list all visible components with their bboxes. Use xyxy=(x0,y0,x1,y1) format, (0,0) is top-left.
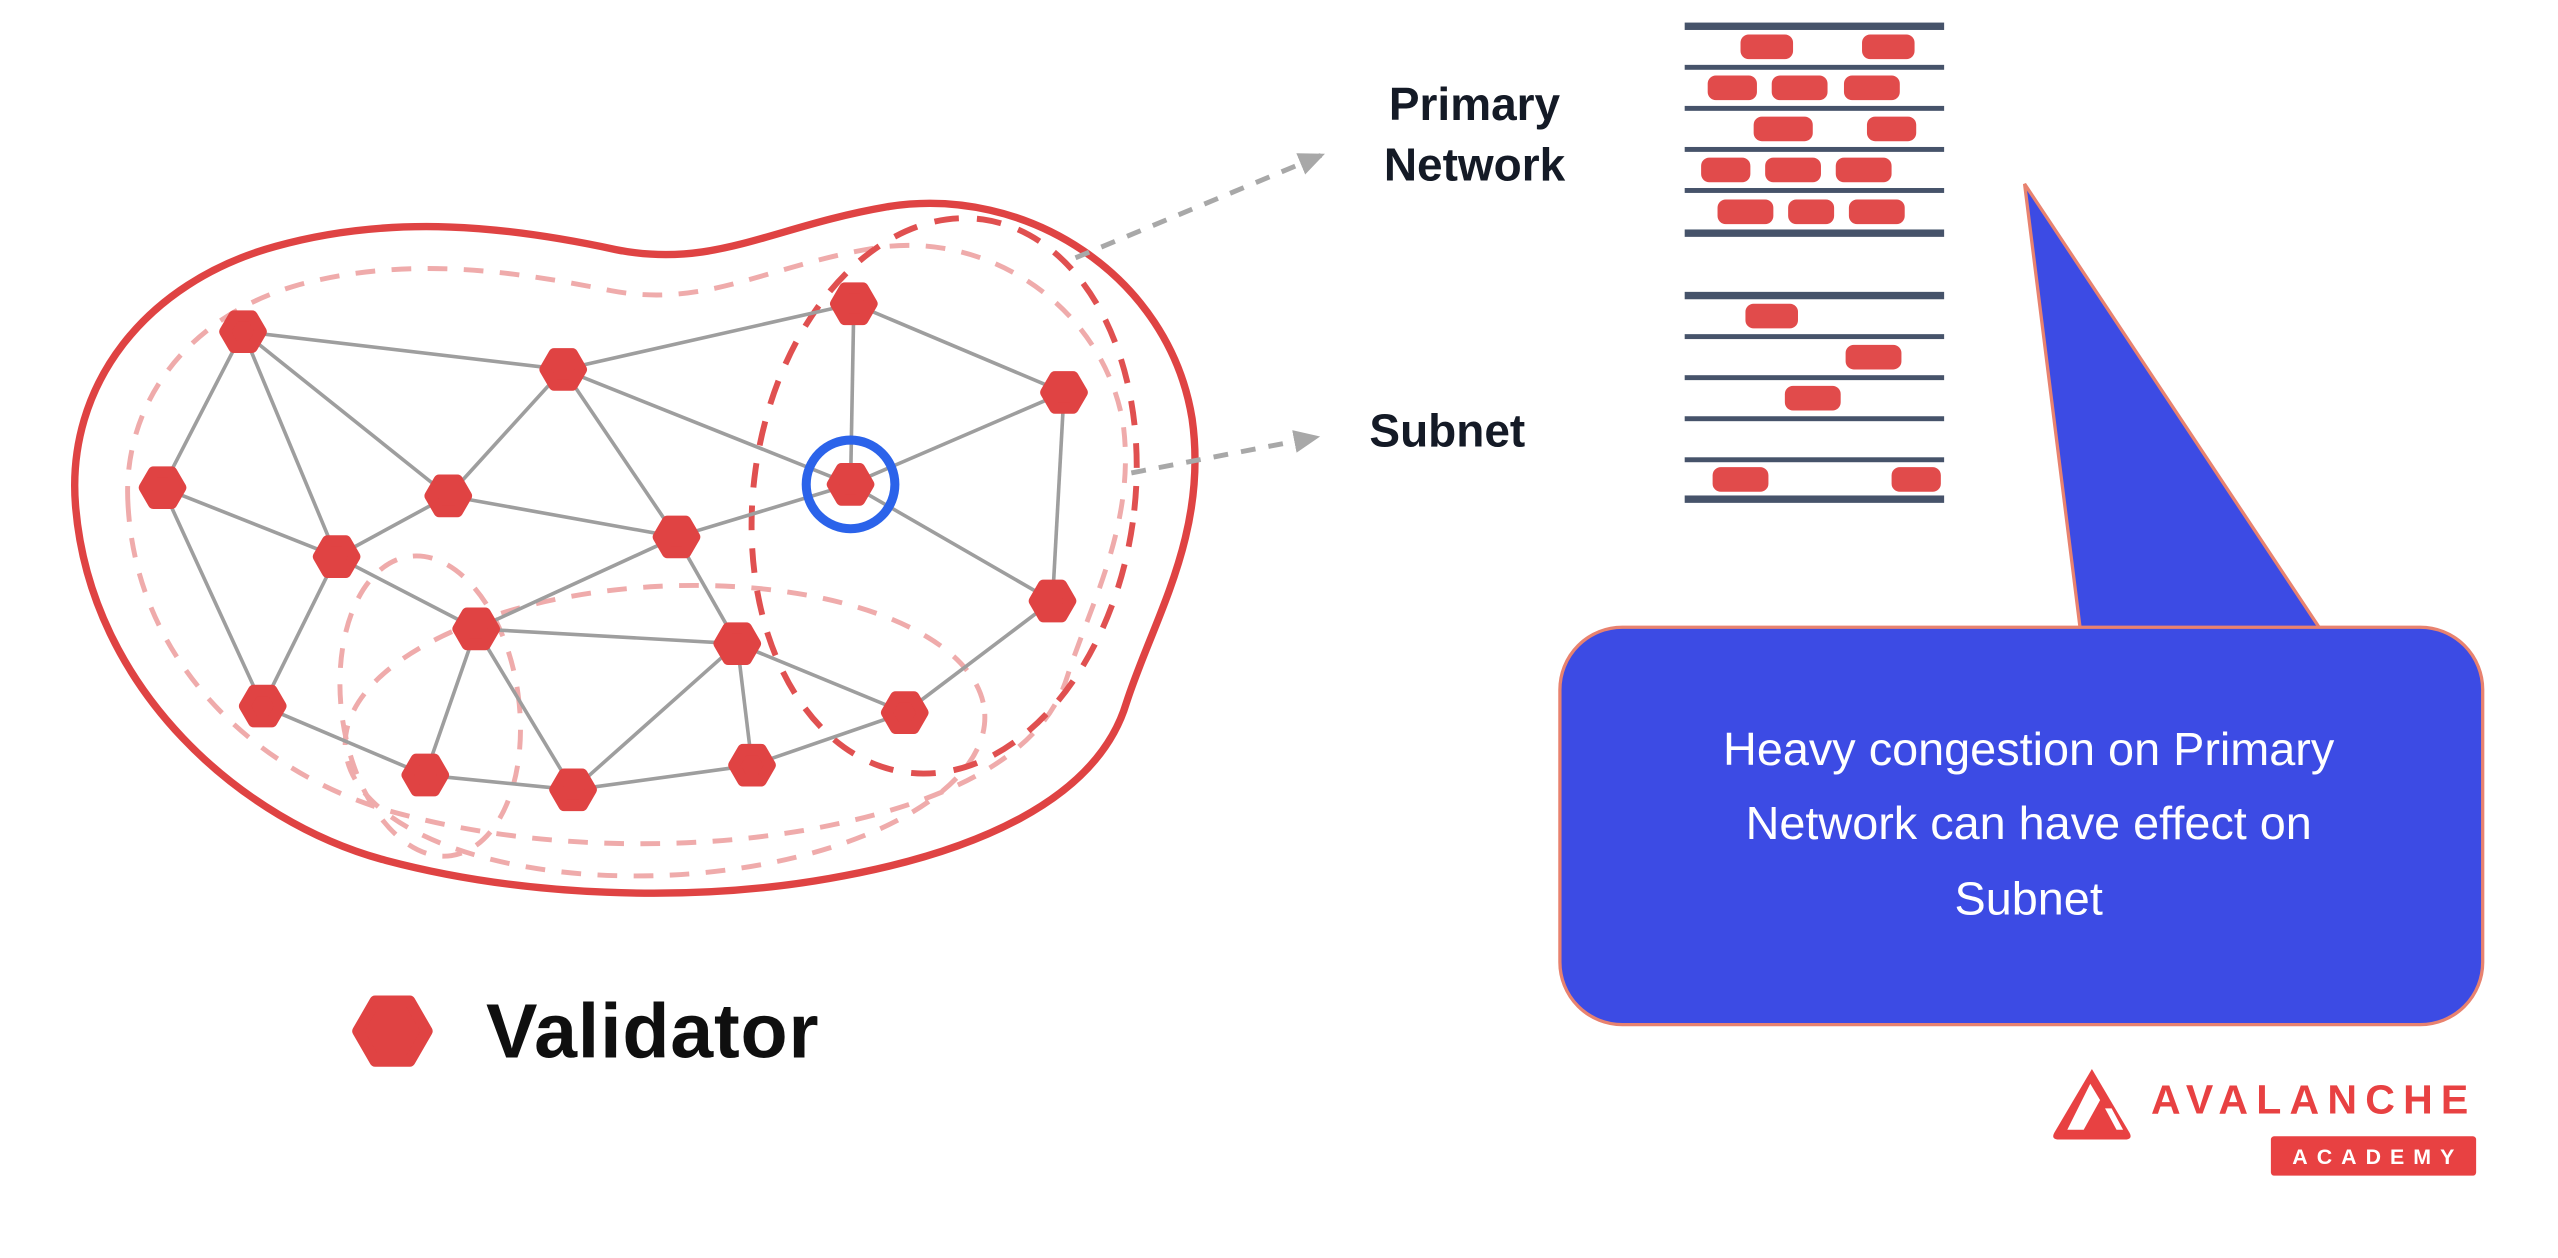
validator-legend: Validator xyxy=(345,985,820,1075)
validator-network xyxy=(138,282,1088,812)
transaction-block xyxy=(1843,75,1900,101)
validator-node xyxy=(880,691,929,734)
transaction-block xyxy=(1771,75,1828,101)
transaction-block xyxy=(1753,116,1813,142)
validator-node xyxy=(826,463,875,506)
subnet-label: Subnet xyxy=(1369,405,1526,457)
validator-node xyxy=(1040,371,1088,414)
validator-node xyxy=(452,607,500,651)
transaction-block xyxy=(1740,34,1794,60)
transaction-block xyxy=(1707,75,1757,101)
arrow-to-subnet-label xyxy=(1130,430,1321,476)
transaction-block xyxy=(1765,157,1821,183)
transaction-block xyxy=(1745,303,1798,329)
transaction-block xyxy=(1835,157,1892,183)
validator-node xyxy=(138,466,187,510)
callout-bubble xyxy=(1558,625,2485,1027)
transaction-block xyxy=(1862,34,1915,60)
transaction-block xyxy=(1701,157,1751,183)
avalanche-academy-logo: AVALANCHE ACADEMY xyxy=(2049,1064,2477,1176)
validator-node xyxy=(401,753,450,797)
validator-label: Validator xyxy=(486,986,820,1074)
avalanche-wordmark: AVALANCHE xyxy=(2151,1077,2477,1124)
validator-node xyxy=(539,348,588,391)
validator-node xyxy=(549,768,597,812)
transaction-block xyxy=(1788,199,1835,225)
transaction-block xyxy=(1784,385,1841,411)
transaction-block xyxy=(1712,467,1769,492)
avalanche-logo-icon xyxy=(2053,1068,2131,1140)
validator-node xyxy=(728,743,776,787)
primary-network-label: Primary Network xyxy=(1383,78,1566,191)
callout-text: Heavy congestion on Primary Network can … xyxy=(1723,723,2335,926)
subnet-group-ellipse-1 xyxy=(337,553,523,859)
validator-node xyxy=(312,535,361,578)
transaction-block xyxy=(1891,467,1941,492)
blockchain-congestion-graphic xyxy=(1684,22,1945,503)
academy-badge: ACADEMY xyxy=(2270,1136,2477,1176)
validator-node xyxy=(830,282,878,326)
validator-node xyxy=(1028,579,1077,623)
subnet-group-ellipse-2 xyxy=(342,582,988,879)
validator-node xyxy=(652,515,701,559)
validator-node xyxy=(238,684,287,728)
primary-network-outline xyxy=(71,199,1199,897)
validator-hexagon-icon xyxy=(352,994,433,1066)
transaction-block xyxy=(1866,116,1917,142)
highlighted-validator-ring xyxy=(801,435,900,534)
transaction-block xyxy=(1717,199,1774,225)
transaction-block xyxy=(1848,199,1905,225)
transaction-block xyxy=(1845,344,1902,370)
validator-node xyxy=(219,310,267,354)
arrow-to-primary-network-label xyxy=(1074,152,1325,261)
callout-tail xyxy=(2022,182,2334,646)
logo-wordmark-group: AVALANCHE ACADEMY xyxy=(2151,1064,2477,1176)
validator-node xyxy=(424,474,473,518)
subnet-boundary-ellipse xyxy=(748,215,1140,777)
validator-node xyxy=(713,622,762,666)
